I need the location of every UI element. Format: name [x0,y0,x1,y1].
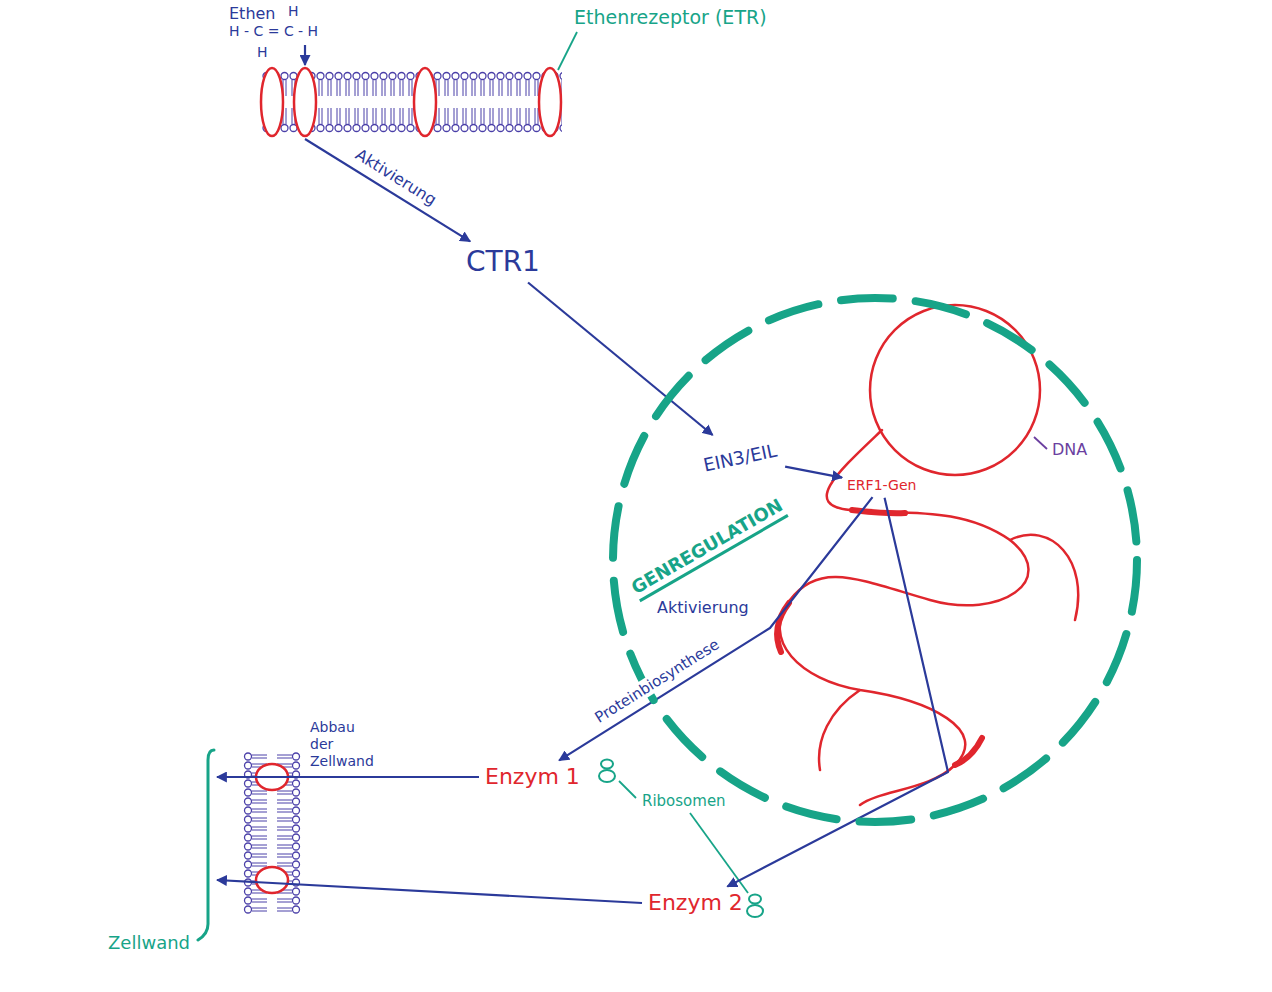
enzyme-name: Enzym 2 [648,890,743,916]
gene-segment [777,510,982,765]
structure-label: DNA [1050,440,1089,459]
membrane-outline [262,68,562,136]
gene-label: ERF1-Gen [845,476,918,495]
signal-arrow [304,45,306,65]
dna-strand [780,430,1029,805]
dna-end [819,690,860,770]
dna-loop [870,305,1040,475]
process-heading: GENREGULATION [628,494,789,602]
dna-strand [780,305,1078,805]
membrane-protein [256,867,288,893]
lipid-bilayer [262,68,562,136]
ribosome [599,760,615,783]
protein-name: CTR1 [466,245,540,279]
cell-wall: Zellwand [200,748,216,938]
leader-line [619,781,636,798]
protein-name: EIN3/EIL [702,440,779,477]
receptor-name: Ethenrezeptor (ETR) [574,6,767,29]
receptor-protein [294,68,316,136]
enzyme-name: Enzym 1 [485,764,580,790]
arrow-label: Aktivierung [655,598,751,617]
molecule-label: EthenH - C = C - H [226,2,321,42]
structural-formula: H - C = C - H [229,23,318,40]
receptor-protein [414,68,436,136]
enzyme-label: Enzym 2 [645,888,746,918]
arrow-label: Proteinbiosynthese [589,635,723,729]
ribosome [747,895,763,918]
receptor-protein [539,68,561,136]
cell-nucleus: GENREGULATION EIN3/EIL ERF1-Gen [605,290,1145,830]
arrow-label: Aktivierung [350,143,441,210]
enzyme-label: Enzym 1 [482,762,583,792]
receptor-membrane: Ethenrezeptor (ETR) [262,68,562,136]
signal-arrow [305,139,470,241]
dna-end [1010,535,1078,620]
signal-arrow [785,467,842,478]
receptor-protein [261,68,283,136]
transcription-factor: EIN3/EIL [698,437,782,479]
gene-name: ERF1-Gen [847,477,916,494]
atom-symbol: H [286,3,301,20]
signal-protein: CTR1 [462,243,544,281]
cell-wall-line [198,750,214,940]
molecule-name: Ethen [229,4,318,23]
wall-outline [200,748,216,938]
signal-arrow [727,498,948,887]
atom-symbol: H [255,44,270,61]
structure-label: Ribosomen [640,792,728,810]
gene-segment [955,738,982,765]
signal-arrow [217,880,642,903]
leader-line [558,32,577,70]
nuclear-envelope [613,298,1137,822]
arrow-label: Abbau der Zellwand [308,719,372,769]
signal-arrow [217,776,479,778]
signal-arrow [528,283,713,436]
structure-name: Zellwand [108,932,190,954]
leader-line [1034,437,1047,449]
